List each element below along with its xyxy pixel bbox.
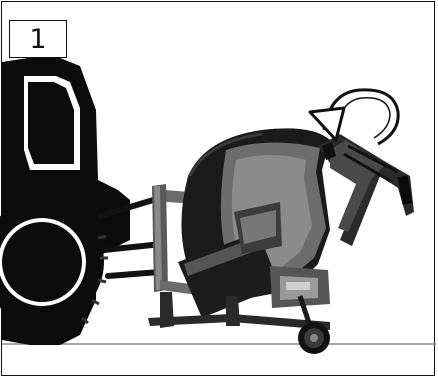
protective-cover [318, 134, 414, 246]
tractor-silhouette [0, 58, 130, 345]
step-number-badge: 1 [9, 20, 67, 58]
